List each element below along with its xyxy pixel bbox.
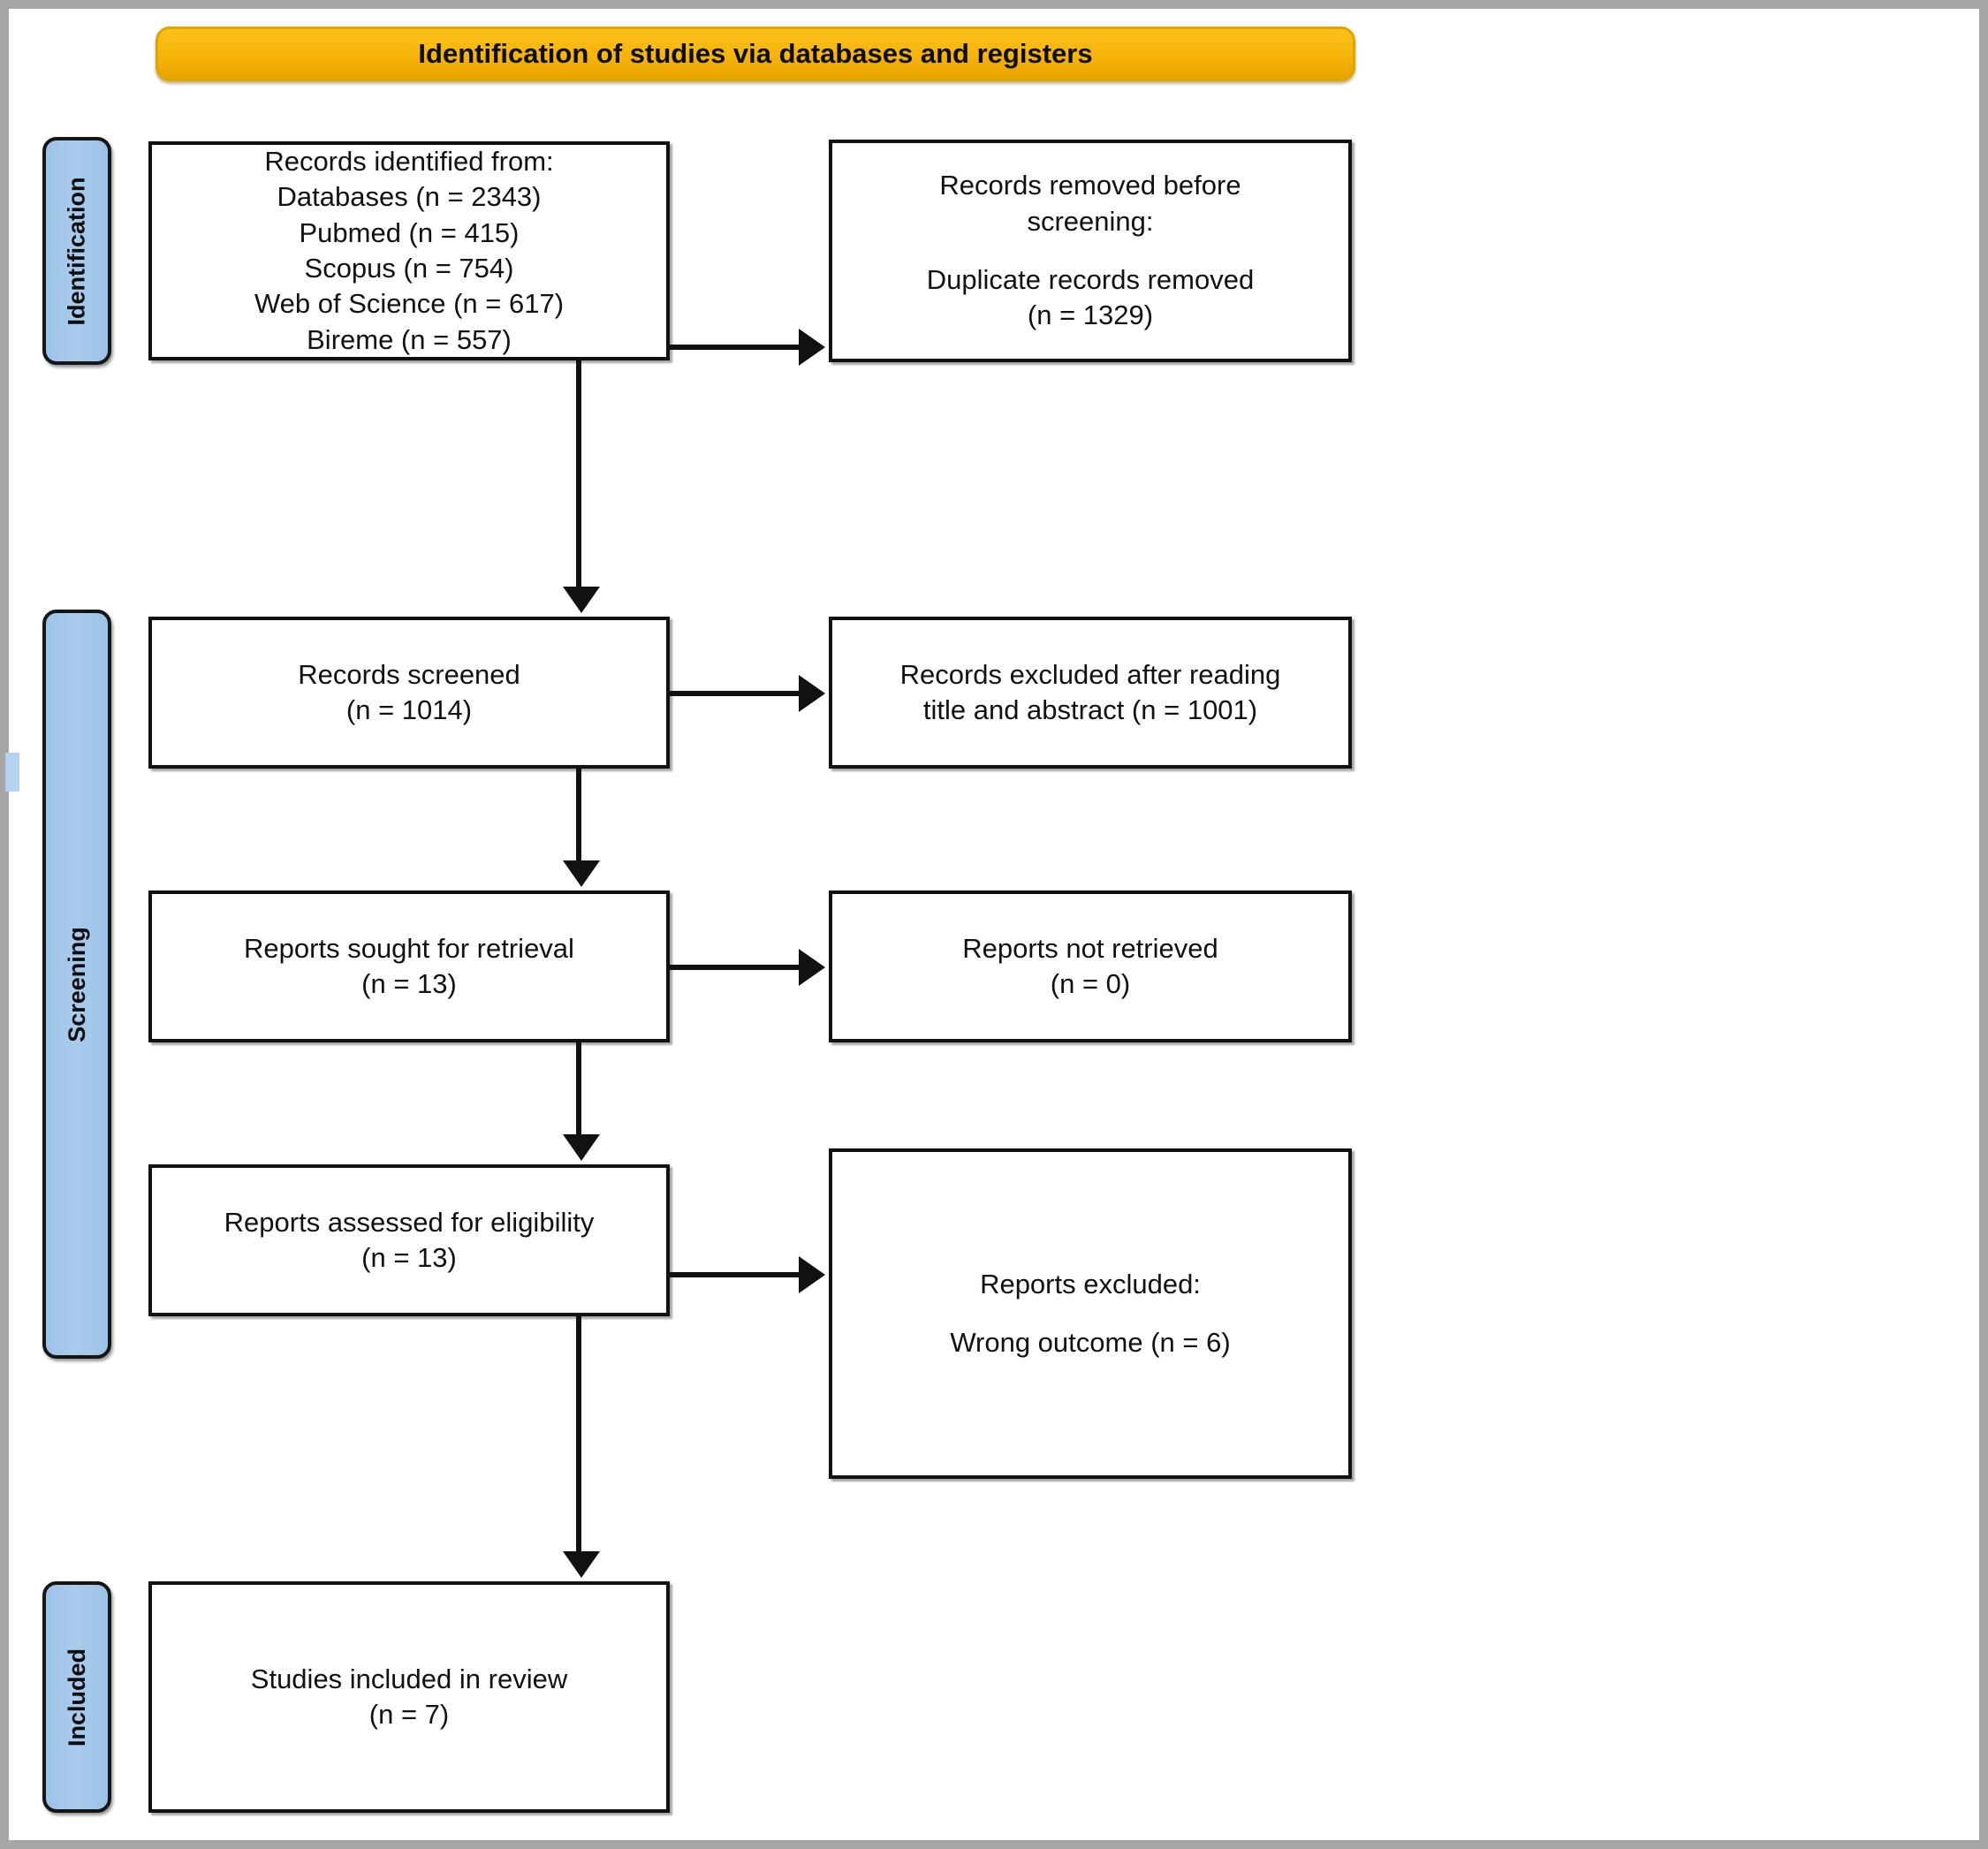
records-excluded-line2: title and abstract (n = 1001)	[922, 694, 1258, 725]
connector-assessed-to-included	[576, 1316, 581, 1555]
reports-excluded-heading: Reports excluded:	[980, 1268, 1201, 1300]
stage-bar-screening: Screening	[42, 610, 111, 1359]
reports-assessed-count: (n = 13)	[361, 1242, 457, 1273]
arrow-right-icon	[799, 949, 825, 986]
connector-identified-to-screened	[576, 360, 581, 590]
records-excluded-line1: Records excluded after reading	[899, 658, 1281, 690]
records-removed-line2: screening:	[1027, 205, 1154, 237]
box-reports-assessed: Reports assessed for eligibility (n = 13…	[148, 1164, 670, 1316]
studies-included-count: (n = 7)	[368, 1699, 450, 1730]
records-identified-heading: Records identified from:	[264, 146, 554, 178]
reports-sought-count: (n = 13)	[361, 968, 457, 999]
studies-included-label: Studies included in review	[250, 1663, 568, 1694]
box-reports-not-retrieved: Reports not retrieved (n = 0)	[829, 890, 1352, 1042]
arrow-right-icon	[799, 675, 825, 712]
box-studies-included: Studies included in review (n = 7)	[148, 1581, 670, 1813]
box-records-removed: Records removed before screening: Duplic…	[829, 140, 1352, 362]
box-records-excluded-screening: Records excluded after reading title and…	[829, 617, 1352, 769]
box-reports-excluded: Reports excluded: Wrong outcome (n = 6)	[829, 1148, 1352, 1479]
banner-title: Identification of studies via databases …	[418, 38, 1093, 69]
stage-label-included: Included	[63, 1648, 90, 1747]
arrow-down-icon	[563, 587, 600, 613]
reports-sought-label: Reports sought for retrieval	[244, 932, 574, 964]
box-records-identified: Records identified from: Databases (n = …	[148, 141, 670, 360]
connector-assessed-to-excluded-reports	[670, 1272, 802, 1277]
diagram-banner: Identification of studies via databases …	[156, 27, 1355, 81]
reports-not-retrieved-label: Reports not retrieved	[962, 932, 1218, 964]
source-databases: Databases (n = 2343)	[277, 181, 542, 213]
edge-marker-tab	[5, 753, 19, 792]
duplicate-records-removed: Duplicate records removed	[926, 264, 1255, 295]
reports-excluded-reason: Wrong outcome (n = 6)	[950, 1327, 1231, 1358]
stage-label-screening: Screening	[63, 926, 90, 1042]
arrow-right-icon	[799, 1256, 825, 1293]
stage-label-identification: Identification	[63, 177, 90, 325]
source-scopus: Scopus (n = 754)	[304, 253, 514, 284]
arrow-down-icon	[563, 1134, 600, 1161]
connector-screened-to-sought	[576, 769, 581, 864]
stage-bar-identification: Identification	[42, 137, 111, 365]
connector-identified-to-removed	[670, 345, 802, 350]
records-removed-line1: Records removed before	[939, 170, 1241, 201]
duplicate-records-count: (n = 1329)	[1027, 299, 1154, 331]
source-web-of-science: Web of Science (n = 617)	[254, 288, 565, 320]
source-bireme: Bireme (n = 557)	[307, 323, 512, 355]
stage-bar-included: Included	[42, 1581, 111, 1813]
records-screened-count: (n = 1014)	[345, 694, 473, 725]
arrow-down-icon	[563, 1551, 600, 1578]
records-screened-label: Records screened	[298, 658, 520, 690]
connector-screened-to-excluded	[670, 691, 802, 696]
connector-sought-to-not-retrieved	[670, 965, 802, 970]
arrow-right-icon	[799, 329, 825, 366]
connector-sought-to-assessed	[576, 1042, 581, 1138]
reports-assessed-label: Reports assessed for eligibility	[224, 1206, 595, 1238]
reports-not-retrieved-count: (n = 0)	[1050, 968, 1131, 999]
box-records-screened: Records screened (n = 1014)	[148, 617, 670, 769]
source-pubmed: Pubmed (n = 415)	[299, 216, 520, 248]
arrow-down-icon	[563, 860, 600, 887]
box-reports-sought: Reports sought for retrieval (n = 13)	[148, 890, 670, 1042]
